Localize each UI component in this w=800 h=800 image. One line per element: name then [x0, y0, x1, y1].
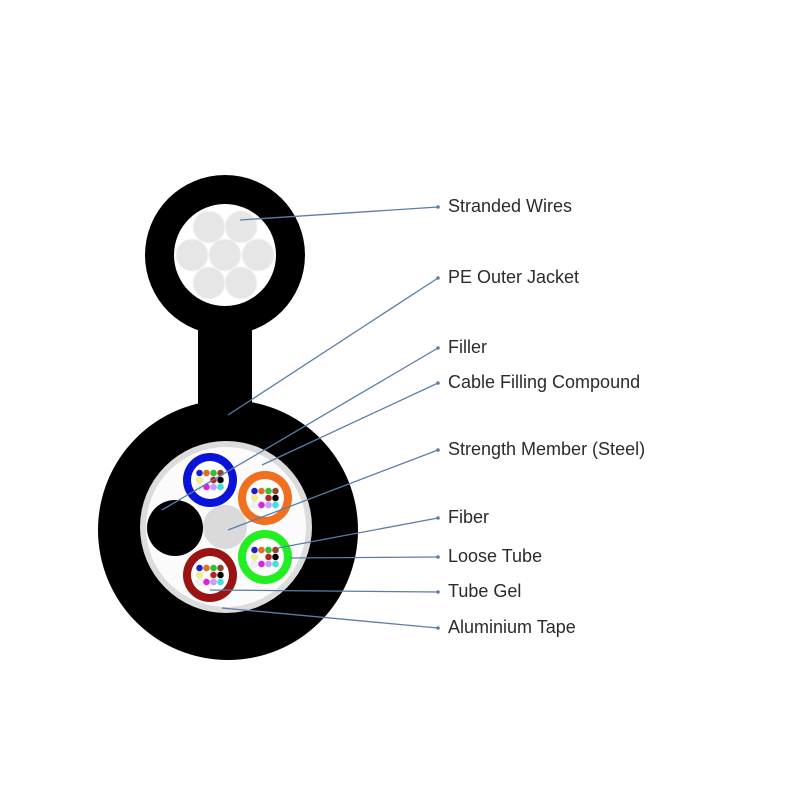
label-strength-member: Strength Member (Steel) [448, 439, 646, 459]
fiber [209, 564, 218, 572]
fiber [195, 571, 204, 579]
leader-line-pe-outer-jacket [227, 277, 439, 416]
fiber [250, 494, 259, 502]
leader-line-loose-tube [289, 556, 439, 559]
leader-dot [436, 590, 440, 594]
fiber [257, 553, 266, 561]
label-pe-outer-jacket: PE Outer Jacket [448, 267, 580, 287]
leader-lines [161, 205, 440, 630]
fiber [257, 487, 266, 495]
fiber [250, 553, 259, 561]
leader-dot [436, 448, 440, 452]
leader-dot [436, 555, 440, 559]
fiber [216, 483, 225, 491]
label-cable-filling-compound: Cable Filling Compound [448, 372, 641, 392]
fiber [271, 553, 280, 561]
label-stranded-wires: Stranded Wires [448, 196, 573, 216]
leader-line-fiber [277, 517, 439, 549]
leader-line-aluminium-tape [221, 607, 439, 629]
leader-dot [436, 626, 440, 630]
strand-wire [192, 266, 226, 300]
strand-wire [224, 210, 258, 244]
fiber [209, 469, 218, 477]
label-fiber: Fiber [448, 507, 490, 527]
leader-dot [436, 276, 440, 280]
leader-line-cable-filling-compound [261, 382, 439, 466]
fiber [257, 546, 266, 554]
fiber [216, 571, 225, 579]
leader-dot [436, 516, 440, 520]
fiber [209, 578, 218, 586]
loose-tube [238, 471, 292, 525]
strand-wire [224, 266, 258, 300]
loose-tube [183, 453, 237, 507]
fiber [216, 476, 225, 484]
strand-wire [175, 238, 209, 272]
fiber [271, 501, 280, 509]
loose-tube [183, 548, 237, 602]
fiber [257, 494, 266, 502]
fiber [264, 501, 273, 509]
leader-line-tube-gel [209, 589, 439, 593]
leader-dot [436, 205, 440, 209]
fiber [264, 494, 273, 502]
fiber [271, 494, 280, 502]
fiber [264, 487, 273, 495]
fiber [202, 564, 211, 572]
fiber [250, 546, 259, 554]
fiber [202, 578, 211, 586]
leader-line-stranded-wires [239, 206, 439, 221]
fiber [271, 487, 280, 495]
leader-dot [436, 346, 440, 350]
fiber [209, 483, 218, 491]
fiber [264, 553, 273, 561]
stranded-wires-group [175, 210, 275, 300]
leader-line-strength-member [227, 449, 439, 531]
strand-wire [208, 238, 242, 272]
label-filler: Filler [448, 337, 487, 357]
fiber [202, 469, 211, 477]
leader-line-filler [161, 347, 439, 511]
strand-wire [192, 210, 226, 244]
messenger-wire [145, 175, 305, 410]
filler [147, 500, 203, 556]
fiber [271, 560, 280, 568]
fiber [250, 501, 259, 509]
strength-member [203, 505, 247, 549]
label-tube-gel: Tube Gel [448, 581, 522, 601]
loose-tubes-group [183, 453, 292, 602]
fiber [250, 487, 259, 495]
fiber [264, 560, 273, 568]
fiber [264, 546, 273, 554]
fiber [216, 578, 225, 586]
fiber [216, 564, 225, 572]
fiber [195, 476, 204, 484]
fiber [271, 546, 280, 554]
fiber [195, 578, 204, 586]
leader-dot [436, 381, 440, 385]
fiber [195, 469, 204, 477]
fiber [257, 501, 266, 509]
fiber [257, 560, 266, 568]
fiber [250, 560, 259, 568]
fiber [195, 564, 204, 572]
loose-tube [238, 530, 292, 584]
strand-wire [241, 238, 275, 272]
label-loose-tube: Loose Tube [448, 546, 543, 566]
label-aluminium-tape: Aluminium Tape [448, 617, 576, 637]
fiber [209, 571, 218, 579]
fiber [202, 571, 211, 579]
